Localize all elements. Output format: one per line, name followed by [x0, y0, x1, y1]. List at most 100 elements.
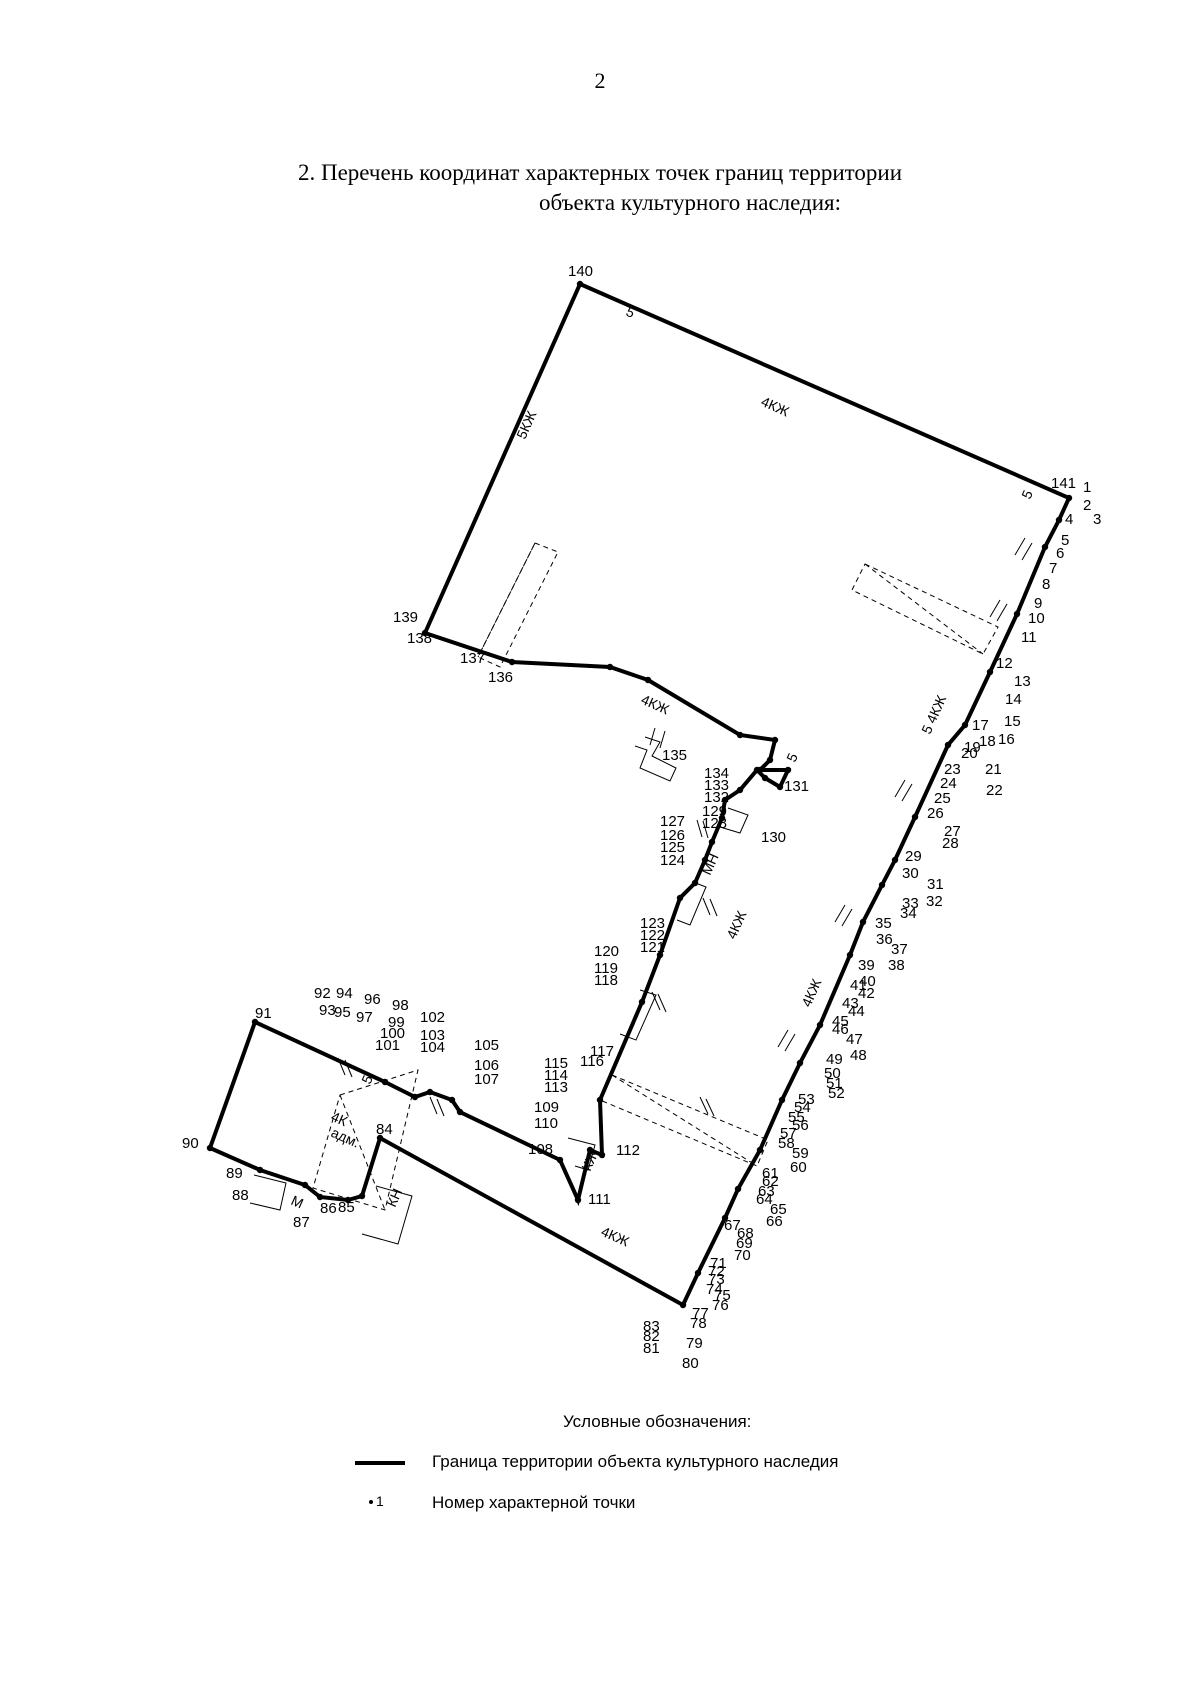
point-number-47: 47: [846, 1031, 863, 1048]
point-number-78: 78: [690, 1315, 707, 1332]
point-number-8: 8: [1042, 576, 1050, 593]
point-number-5: 5: [1061, 532, 1069, 549]
point-number-75: 75: [714, 1287, 731, 1304]
building-label-10: 4К: [329, 1108, 351, 1129]
point-number-62: 62: [762, 1173, 779, 1190]
building-label-16: КЖ: [578, 1147, 601, 1173]
point-number-141: 141: [1051, 475, 1076, 492]
point-marker-49: [761, 774, 769, 782]
point-number-98: 98: [392, 997, 409, 1014]
point-marker-18: [721, 1214, 729, 1222]
point-number-10: 10: [1028, 610, 1045, 627]
point-marker-52: [756, 766, 764, 774]
building-label-14: МН: [698, 851, 721, 877]
point-marker-43: [701, 856, 709, 864]
point-marker-47: [736, 786, 744, 794]
point-number-2: 2: [1083, 497, 1091, 514]
point-number-76: 76: [712, 1297, 729, 1314]
point-number-28: 28: [942, 835, 959, 852]
point-marker-15: [778, 1096, 786, 1104]
point-number-136: 136: [488, 669, 513, 686]
point-number-56: 56: [792, 1117, 809, 1134]
building-label-11: адм.: [329, 1124, 362, 1151]
point-marker-0: [576, 280, 584, 288]
point-marker-59: [421, 629, 429, 637]
point-marker-14: [796, 1059, 804, 1067]
point-number-124: 124: [660, 852, 685, 869]
point-number-135: 135: [662, 747, 687, 764]
point-marker-39: [638, 998, 646, 1006]
point-marker-2: [1055, 516, 1063, 524]
point-number-92: 92: [314, 985, 331, 1002]
building-label-6: 5 4КЖ: [918, 693, 949, 737]
point-number-24: 24: [940, 775, 957, 792]
point-number-130: 130: [761, 829, 786, 846]
point-number-13: 13: [1014, 673, 1031, 690]
point-number-50: 50: [824, 1065, 841, 1082]
point-number-42: 42: [858, 985, 875, 1002]
point-number-126: 126: [660, 827, 685, 844]
point-marker-20: [679, 1301, 687, 1309]
point-number-88: 88: [232, 1187, 249, 1204]
point-number-137: 137: [460, 650, 485, 667]
building-label-7: 4КЖ: [723, 908, 749, 941]
point-number-86: 86: [320, 1200, 337, 1217]
point-number-3: 3: [1093, 511, 1101, 528]
point-number-87: 87: [293, 1214, 310, 1231]
point-number-105: 105: [474, 1037, 499, 1054]
point-marker-16: [756, 1146, 764, 1154]
point-number-116: 116: [580, 1053, 604, 1070]
point-marker-19: [694, 1269, 702, 1277]
point-marker-17: [734, 1185, 742, 1193]
point-number-53: 53: [798, 1091, 815, 1108]
point-number-63: 63: [758, 1183, 775, 1200]
point-number-9: 9: [1034, 595, 1042, 612]
point-number-19: 19: [964, 739, 981, 756]
point-number-115: 115: [544, 1055, 568, 1072]
point-number-77: 77: [692, 1305, 709, 1322]
point-number-44: 44: [848, 1003, 865, 1020]
building-label-9: 4КЖ: [599, 1223, 632, 1249]
point-number-65: 65: [770, 1201, 787, 1218]
point-number-67: 67: [724, 1217, 741, 1234]
point-marker-32: [448, 1096, 456, 1104]
point-number-139: 139: [393, 609, 418, 626]
point-marker-31: [426, 1088, 434, 1096]
point-marker-3: [1041, 543, 1049, 551]
point-number-64: 64: [756, 1191, 773, 1208]
point-number-33: 33: [902, 895, 919, 912]
dashed-structure-3: [599, 1074, 769, 1167]
point-marker-44: [708, 838, 716, 846]
point-number-54: 54: [794, 1099, 811, 1116]
point-number-133: 133: [704, 777, 729, 794]
point-number-66: 66: [766, 1213, 783, 1230]
point-marker-40: [656, 951, 664, 959]
title-line-1: 2. Перечень координат характерных точек …: [297, 160, 903, 185]
point-number-23: 23: [944, 761, 961, 778]
point-marker-55: [736, 731, 744, 739]
point-marker-21: [376, 1134, 384, 1142]
point-number-26: 26: [927, 805, 944, 822]
point-marker-45: [718, 814, 726, 822]
point-number-18: 18: [979, 733, 996, 750]
point-number-51: 51: [826, 1075, 843, 1092]
point-number-111: 111: [588, 1191, 611, 1208]
point-number-57: 57: [780, 1125, 797, 1142]
page-number: 2: [594, 68, 606, 93]
legend-point-text: Номер характерной точки: [432, 1493, 636, 1512]
point-number-71: 71: [710, 1255, 727, 1272]
point-marker-4: [1013, 610, 1021, 618]
point-number-123: 123: [640, 915, 665, 932]
title-line-2: объекта культурного наследия:: [538, 190, 842, 215]
point-number-22: 22: [986, 782, 1003, 799]
point-number-45: 45: [832, 1013, 849, 1030]
point-number-120: 120: [594, 943, 619, 960]
dashed-structures: [312, 542, 999, 1211]
point-number-1: 1: [1083, 479, 1091, 496]
point-number-113: 113: [544, 1079, 568, 1096]
point-number-34: 34: [900, 905, 917, 922]
point-number-95: 95: [334, 1004, 351, 1021]
legend-title: Условные обозначения:: [563, 1412, 752, 1431]
point-number-32: 32: [926, 893, 943, 910]
